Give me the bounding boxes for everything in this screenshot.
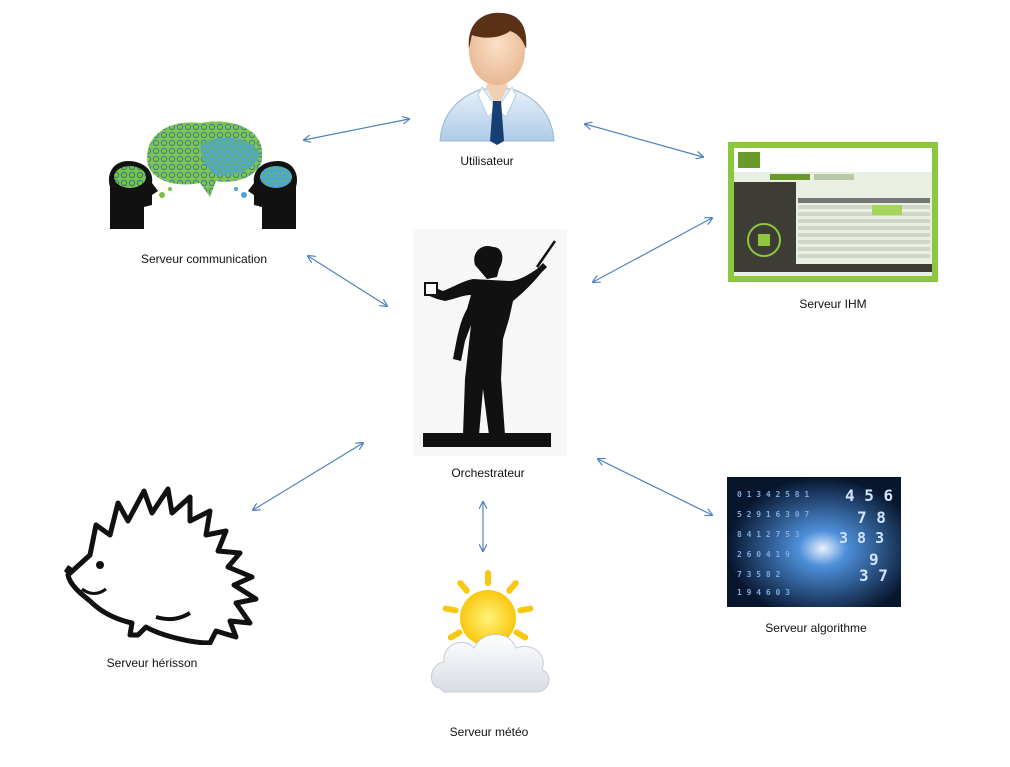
ihm-label: Serveur IHM: [799, 297, 867, 311]
svg-text:2 6 0 4 1 9: 2 6 0 4 1 9: [737, 550, 790, 559]
user-label: Utilisateur: [460, 154, 514, 168]
svg-text:4 5 6: 4 5 6: [845, 486, 893, 505]
user-icon: [439, 12, 555, 145]
arrow-user-ihm: [585, 124, 703, 157]
orchestrator-label: Orchestrateur: [451, 466, 525, 480]
hedgehog-label: Serveur hérisson: [106, 656, 198, 670]
svg-text:5 2 9 1 6 3 0 7: 5 2 9 1 6 3 0 7: [737, 510, 809, 519]
sun-cloud-icon: [431, 570, 550, 693]
digital-numbers-icon: 4 5 6 7 8 3 8 3 9 3 7 0 1 3 4 2 5 8 1 5 …: [727, 477, 901, 607]
arrow-hedgehog-orchestrator: [253, 443, 363, 510]
conductor-icon: [413, 229, 567, 456]
talking-heads-icon: [108, 121, 298, 229]
svg-text:9: 9: [869, 550, 879, 569]
communication-label: Serveur communication: [140, 252, 268, 266]
svg-text:3 8 3: 3 8 3: [839, 529, 884, 547]
ihm-screenshot-icon: [728, 142, 938, 282]
arrow-communication-orchestrator: [308, 256, 387, 306]
svg-text:8 4 1 2 7 5 3: 8 4 1 2 7 5 3: [737, 530, 800, 539]
algorithm-label: Serveur algorithme: [765, 621, 867, 635]
svg-text:1 9 4 6 0 3: 1 9 4 6 0 3: [737, 588, 790, 597]
arrow-ihm-orchestrator: [593, 218, 712, 282]
hedgehog-icon: [64, 486, 259, 645]
svg-text:0 1 3 4 2 5 8 1: 0 1 3 4 2 5 8 1: [737, 490, 809, 499]
svg-text:7 8: 7 8: [857, 508, 886, 527]
arrow-user-communication: [304, 119, 409, 140]
arrow-algorithm-orchestrator: [598, 459, 712, 515]
svg-text:7 3 5 8 2: 7 3 5 8 2: [737, 570, 781, 579]
svg-text:3 7: 3 7: [859, 566, 888, 585]
weather-label: Serveur météo: [449, 725, 529, 739]
